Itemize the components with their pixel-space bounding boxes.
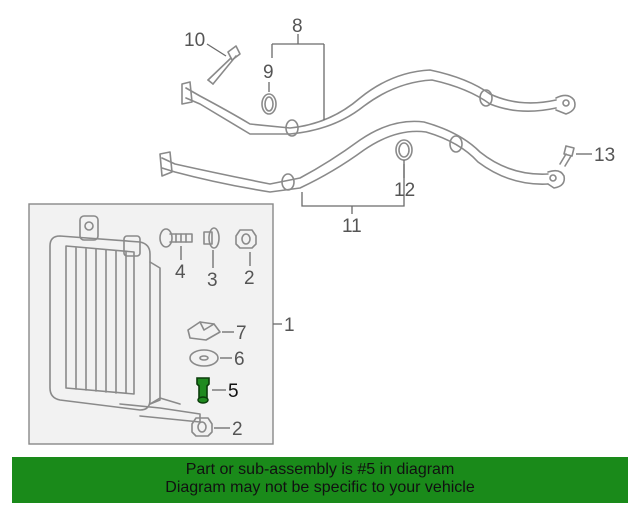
callout-4: 4 [175, 262, 186, 283]
callout-1: 1 [284, 315, 295, 336]
lower-cooler-hose [159, 120, 566, 193]
callout-3: 3 [207, 270, 218, 291]
upper-cooler-hose [181, 69, 576, 137]
callout-2-top: 2 [244, 268, 255, 289]
callout-8: 8 [292, 16, 303, 37]
washer-6 [189, 349, 219, 367]
bolt-13 [559, 145, 575, 167]
banner-line-2: Diagram may not be specific to your vehi… [165, 479, 475, 496]
bolt-10 [207, 45, 241, 85]
callout-2-bottom: 2 [232, 419, 243, 440]
leader-lines [180, 34, 592, 429]
callout-12: 12 [394, 180, 415, 201]
bracket-7 [187, 321, 221, 341]
parts-diagram: 10 8 9 13 12 11 1 4 3 2 7 6 5 2 [28, 16, 615, 445]
o-ring-9 [261, 93, 277, 115]
callout-13: 13 [594, 145, 615, 166]
callout-6: 6 [234, 349, 245, 370]
banner-line-1: Part or sub-assembly is #5 in diagram [185, 461, 455, 478]
callout-7: 7 [236, 323, 247, 344]
nut-2-bottom [191, 417, 213, 437]
bolt-4 [159, 228, 193, 248]
stud-3 [203, 227, 220, 249]
callout-11: 11 [342, 216, 362, 237]
callout-10: 10 [184, 30, 205, 51]
nut-2-top [235, 229, 257, 249]
callout-5: 5 [228, 381, 239, 402]
part-notice-banner: Part or sub-assembly is #5 in diagram Di… [12, 457, 628, 503]
oil-cooler [49, 215, 201, 423]
highlighted-stud-5 [196, 377, 210, 404]
callout-9: 9 [263, 62, 274, 83]
